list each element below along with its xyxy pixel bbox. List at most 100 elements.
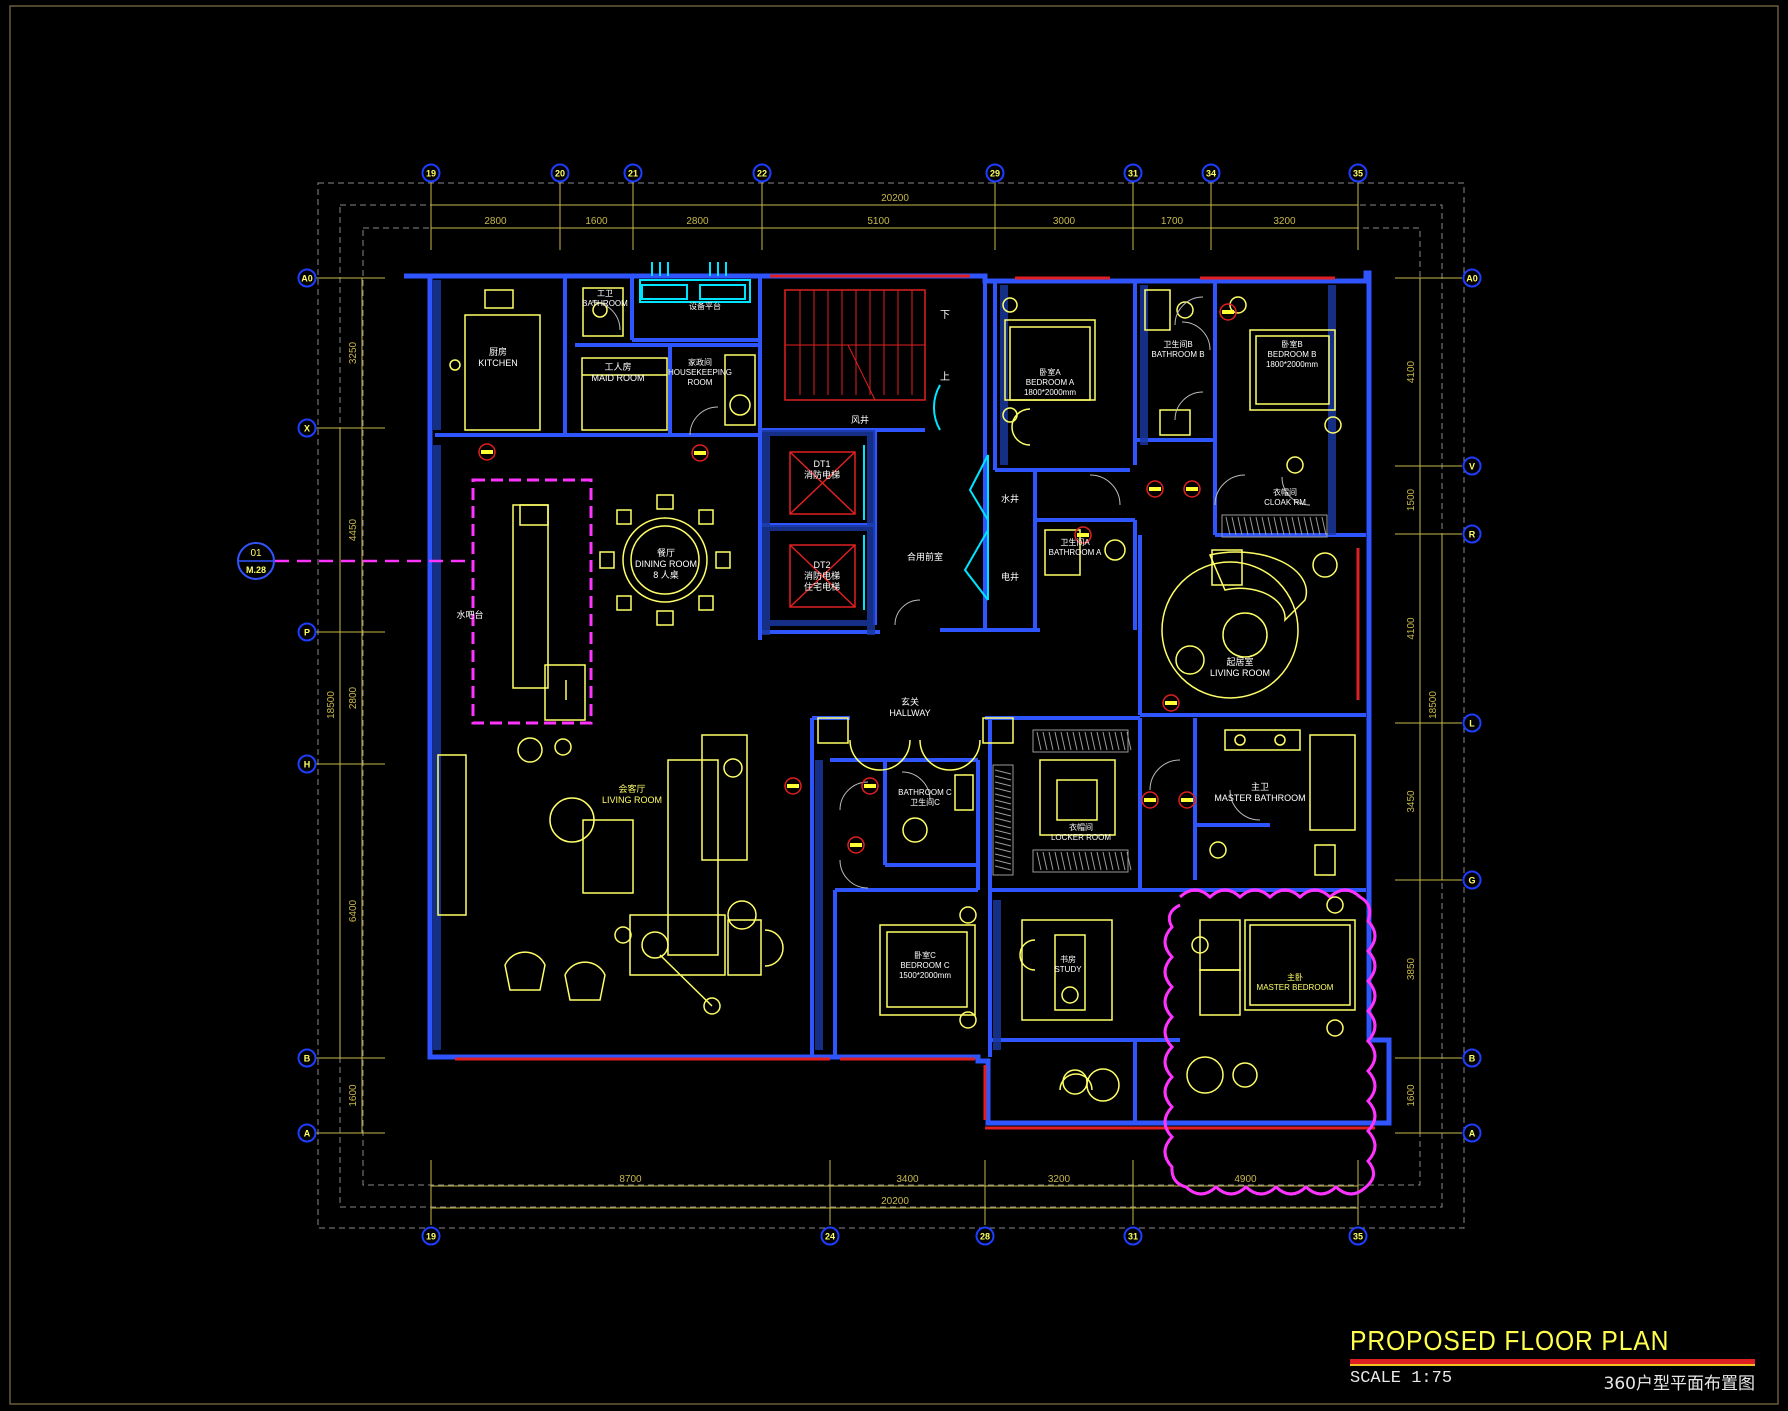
hatch-line: [994, 793, 1012, 799]
hatch-line: [1225, 516, 1231, 536]
room-label-bedroom-b: BEDROOM B: [1268, 350, 1317, 359]
sensor-marker: [1162, 694, 1180, 712]
room-label-dt2: DT2: [813, 560, 830, 570]
hatch-line: [1042, 731, 1048, 751]
hatch-line: [1060, 731, 1066, 751]
hatch-line: [994, 847, 1012, 853]
hatch-line: [994, 865, 1012, 871]
dim-text: 1600: [348, 1084, 359, 1107]
grid-bubble: [1123, 163, 1143, 183]
grid-bubble: [1348, 1226, 1368, 1246]
hatch-line: [994, 817, 1012, 823]
hatch-line: [1126, 731, 1132, 751]
closet-hatch: [994, 516, 1327, 871]
marker-dot: [1186, 487, 1198, 491]
grid-bubble: [297, 754, 317, 774]
room-label-guest-living: 会客厅: [618, 783, 645, 794]
hatch-line: [994, 799, 1012, 805]
dining-island-zone: [471, 478, 593, 725]
sensor-marker: [1141, 791, 1159, 809]
marker-dot: [694, 451, 706, 455]
dim-text: 4100: [1406, 617, 1417, 640]
grid-bubble: [297, 268, 317, 288]
room-label-master-bedroom: MASTER BEDROOM: [1257, 983, 1334, 992]
marker-dot: [1144, 798, 1156, 802]
room-label-bedroom-c: 1500*2000mm: [899, 971, 951, 980]
grid-label: A0: [1466, 274, 1478, 284]
room-label-bathroom-c: 卫生间C: [910, 797, 940, 807]
sensor-marker: [1146, 480, 1164, 498]
section-ref: M.28: [246, 565, 266, 575]
marker-dot: [1149, 487, 1161, 491]
hatch-line: [1297, 516, 1303, 536]
grid-label: G: [1468, 876, 1475, 886]
hatch-line: [994, 859, 1012, 865]
grid-bubble: [975, 1226, 995, 1246]
grid-label: 19: [426, 169, 436, 179]
hatch-line: [1084, 731, 1090, 751]
dim-text: 3400: [896, 1174, 919, 1185]
room-label-hallway: 玄关: [901, 696, 919, 707]
grid-bubble: [1462, 713, 1482, 733]
sheet-frame: [9, 5, 1779, 1405]
dim-text: 1600: [585, 216, 608, 227]
sensor-marker: [1219, 303, 1237, 321]
dim-text: 3200: [1048, 1174, 1071, 1185]
room-label-dt1: DT1: [813, 459, 830, 469]
grid-label: 34: [1206, 169, 1216, 179]
grid-label: 31: [1128, 169, 1138, 179]
grid-label: B: [1469, 1054, 1476, 1064]
hatch-line: [994, 811, 1012, 817]
grid-label: V: [1469, 462, 1475, 472]
hatch-line: [1054, 731, 1060, 751]
drawing-scale: SCALE 1:75: [1350, 1369, 1453, 1388]
grid-label: 21: [628, 169, 638, 179]
hatch-line: [994, 781, 1012, 787]
section-id: 01: [250, 548, 262, 559]
interior-walls: [435, 276, 1366, 1123]
cyan-fixtures: [639, 262, 989, 610]
hatch-line: [994, 835, 1012, 841]
room-label-bedroom-a: 1800*2000mm: [1024, 388, 1076, 397]
marker-dot: [481, 450, 493, 454]
grid-bubble: [985, 163, 1005, 183]
room-label-living-room: 起居室: [1226, 656, 1253, 667]
dimension-lines: [339, 204, 1443, 1209]
room-label-maid-room: MAID ROOM: [592, 373, 645, 383]
dim-text: 3200: [1273, 216, 1296, 227]
room-label-housekeeping: HOUSEKEEPING: [668, 368, 732, 377]
room-label-cloak: CLOAK RM: [1264, 498, 1306, 507]
hatch-line: [1114, 731, 1120, 751]
boundary-inner: [362, 227, 1421, 1186]
grid-label: 35: [1353, 1232, 1363, 1242]
grid-bubble: [820, 1226, 840, 1246]
hatch-line: [1060, 851, 1066, 871]
hatch-line: [1102, 851, 1108, 871]
revision-cloud: [1163, 888, 1377, 1196]
hatch-line: [994, 853, 1012, 859]
dim-text: 2800: [686, 216, 709, 227]
section-marker: 01 M.28: [237, 542, 275, 580]
grid-bubble: [1348, 163, 1368, 183]
room-label-study: STUDY: [1054, 965, 1082, 974]
hatch-line: [1102, 731, 1108, 751]
hatch-line: [1066, 851, 1072, 871]
room-label-water-shaft: 水井: [1001, 493, 1019, 504]
grid-label: R: [1469, 530, 1476, 540]
room-label-housekeeping: ROOM: [688, 378, 713, 387]
room-label-living-room: LIVING ROOM: [1210, 668, 1270, 678]
room-label-maid-bath: BATHROOM: [582, 299, 628, 308]
room-label-dining: 餐厅: [657, 547, 675, 558]
room-label-dt2: 住宅电梯: [804, 581, 840, 592]
marker-dot: [850, 843, 862, 847]
hatch-line: [1054, 851, 1060, 871]
fixture-markers: [478, 303, 1237, 854]
grid-label: P: [304, 628, 310, 638]
room-label-bathroom-b: BATHROOM B: [1151, 350, 1204, 359]
marker-dot: [1222, 310, 1234, 314]
grid-label: 31: [1128, 1232, 1138, 1242]
grid-bubble: [297, 1048, 317, 1068]
room-label-bedroom-b: 卧室B: [1281, 339, 1302, 349]
room-label-equipment: 设备平台: [689, 301, 721, 311]
room-label-bathroom-c: BATHROOM C: [898, 788, 952, 797]
